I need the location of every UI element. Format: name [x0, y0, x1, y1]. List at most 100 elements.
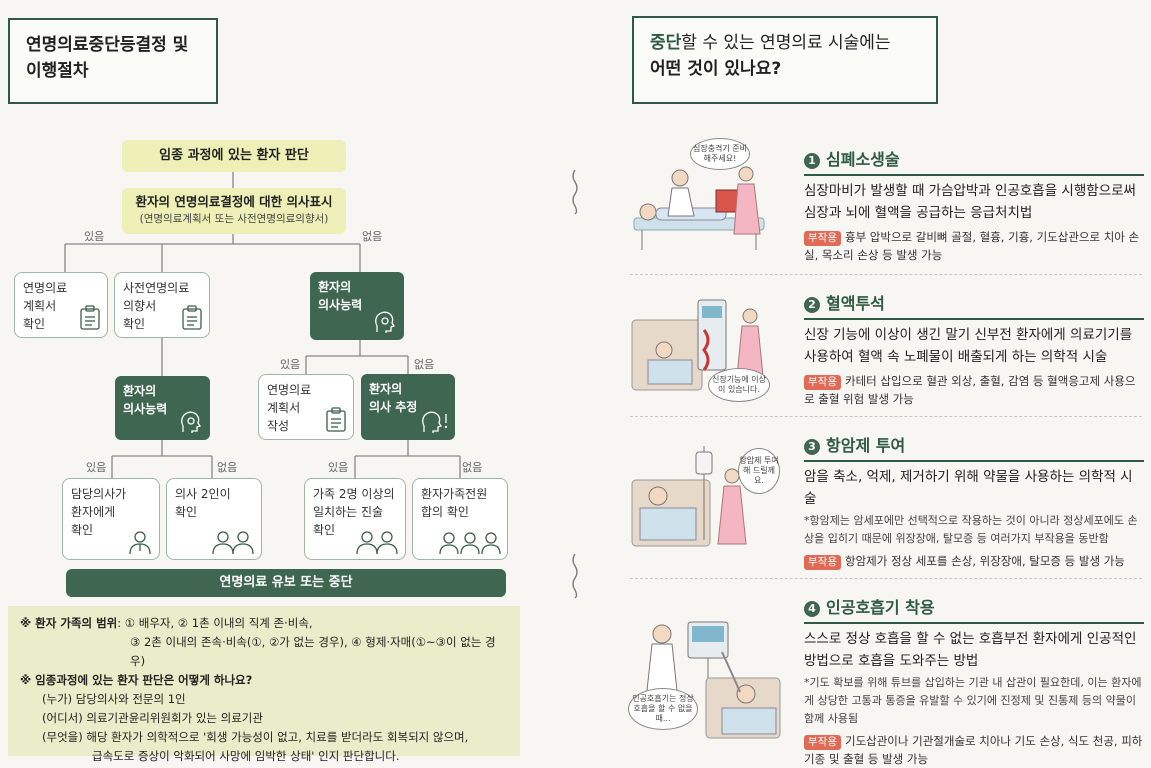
cpr-speech-bubble: 심장충격기 준비해주세요!: [690, 138, 750, 170]
doctor-confirm-l1: 담당의사가: [71, 487, 127, 501]
label-no-2: 없음: [414, 358, 435, 371]
chemo-note: *항암제는 암세포에만 선택적으로 작용하는 것이 아니라 정상세포에도 손상을…: [804, 514, 1138, 545]
plan-check-l2: 계획서: [23, 299, 57, 313]
legend-q1-label: ※ 환자 가족의 범위: [20, 616, 118, 630]
capacity-right-l2: 의사능력: [318, 298, 363, 312]
chemo-title: 항암제 투여: [826, 436, 906, 455]
chemo-heading: 3 항암제 투여: [804, 432, 1144, 456]
family-icon: [439, 532, 501, 555]
capacity-left-l1: 환자의: [123, 384, 157, 398]
side-effect-tag: 부작용: [804, 375, 841, 390]
clipboard-icon: [182, 305, 202, 330]
advance-check-box: 사전연명의료 의향서 확인: [114, 272, 210, 338]
divider: [630, 578, 1142, 579]
label-yes-1: 있음: [84, 230, 105, 243]
family-all-l2: 합의 확인: [421, 505, 469, 519]
plan-write-box: 연명의료 계획서 작성: [258, 374, 354, 440]
two-doctors-l1: 의사 2인이: [175, 487, 231, 501]
ventilator-desc: 스스로 정상 호흡을 할 수 없는 호흡부전 환자에게 인공적인 방법으로 호흡…: [804, 631, 1137, 669]
illustration-chemo: 항암제 투여해 드릴께요.: [628, 440, 780, 560]
label-no-1: 없음: [362, 230, 383, 243]
left-title: 연명의료중단등결정 및 이행절차: [8, 18, 218, 104]
label-yes-4: 있음: [328, 461, 349, 474]
side-effect-tag: 부작용: [804, 735, 841, 750]
capacity-left-box: 환자의 의사능력: [115, 376, 210, 440]
ventilator-title: 인공호흡기 착용: [826, 598, 935, 617]
legend-what-a: (무엇을) 해당 환자가 의학적으로 '회생 가능성이 없고, 치료를 받더라도…: [42, 730, 469, 744]
family-two-l1: 가족 2명 이상의: [313, 487, 395, 501]
dialysis-rule: [804, 318, 1144, 320]
flow-intent-title: 환자의 연명의료결정에 대한 의사표시: [135, 194, 333, 209]
chemo-desc: 암을 축소, 억제, 제거하기 위해 약물을 사용하는 의학적 시술: [804, 469, 1133, 507]
legend-q1-b: ③ 2촌 이내의 존속·비속(①, ②가 없는 경우), ④ 형제·자매(①~③…: [130, 635, 496, 668]
capacity-left-l2: 의사능력: [123, 402, 168, 416]
legend-where: (어디서) 의료기관윤리위원회가 있는 의료기관: [42, 711, 263, 725]
right-title-line1: 중단할 수 있는 연명의료 시술에는: [650, 30, 920, 56]
label-yes-2: 있음: [280, 358, 301, 371]
flow-top-text: 임종 과정에 있는 환자 판단: [159, 148, 309, 163]
binding-mark: [572, 169, 578, 215]
plan-check-box: 연명의료 계획서 확인: [14, 272, 108, 338]
flow-intent-sub: (연명의료계획서 또는 사전연명의료의향서): [139, 213, 329, 225]
capacity-right-box: 환자의 의사능력: [310, 272, 404, 340]
dialysis-title: 혈액투석: [826, 294, 885, 313]
flow-intent-box: 환자의 연명의료결정에 대한 의사표시 (연명의료계획서 또는 사전연명의료의향…: [122, 188, 346, 234]
flow-bottom-text: 연명의료 유보 또는 중단: [219, 575, 353, 590]
head-thinking-icon: [181, 411, 202, 433]
plan-write-l3: 작성: [267, 419, 290, 433]
two-people-icon: [356, 531, 398, 555]
plan-check-l3: 확인: [23, 317, 46, 331]
right-title-rest: 할 수 있는 연명의료 시술에는: [681, 33, 891, 53]
legend-q1: ※ 환자 가족의 범위: ① 배우자, ② 1촌 이내의 직계 존·비속,: [20, 614, 508, 633]
label-no-3: 없음: [217, 461, 238, 474]
advance-check-l3: 확인: [123, 317, 146, 331]
two-doctors-box: 의사 2인이 확인: [166, 478, 262, 560]
cpr-number: 1: [804, 153, 820, 169]
family-two-l2: 일치하는 진술: [313, 505, 384, 519]
legend-q1-a: : ① 배우자, ② 1촌 이내의 직계 존·비속,: [117, 616, 313, 630]
cpr-rule: [804, 174, 1144, 176]
dialysis-heading: 2 혈액투석: [804, 290, 1144, 314]
ventilator-speech-bubble: 인공호흡기는 정상 호흡을 할 수 없을 때...: [628, 688, 698, 730]
dialysis-speech-bubble: 신장기능에 이상이 있습니다.: [708, 368, 770, 402]
flow-bottom-bar: 연명의료 유보 또는 중단: [66, 569, 506, 597]
divider: [630, 416, 1142, 417]
doctor-icon: [129, 531, 151, 555]
label-no-4: 없음: [462, 461, 483, 474]
legend-what-b: 급속도로 증상이 악화되어 사망에 임박한 상태' 인지 판단합니다.: [92, 749, 400, 763]
right-title: 중단할 수 있는 연명의료 시술에는 어떤 것이 있나요?: [632, 16, 938, 104]
illustration-ventilator: 인공호흡기는 정상 호흡을 할 수 없을 때...: [622, 608, 782, 758]
left-title-line1: 연명의료중단등결정 및: [26, 35, 189, 55]
item-chemo: 3 항암제 투여 암을 축소, 억제, 제거하기 위해 약물을 사용하는 의학적 …: [804, 432, 1144, 570]
chemo-number: 3: [804, 439, 820, 455]
plan-write-l1: 연명의료: [267, 383, 312, 397]
ventilator-note: *기도 확보를 위해 튜브를 삽입하는 기관 내 삽관이 필요한데, 이는 환자…: [804, 676, 1142, 725]
flow-top-box: 임종 과정에 있는 환자 판단: [122, 140, 346, 172]
flow-connectors: [64, 172, 461, 478]
family-all-box: 환자가족전원 합의 확인: [412, 478, 508, 560]
chemo-rule: [804, 460, 1144, 462]
presume-l1: 환자의: [369, 382, 403, 396]
cpr-side-text: 흉부 압박으로 갈비뼈 골절, 혈흉, 기흉, 기도삽관으로 치아 손실, 목소…: [804, 230, 1140, 262]
label-yes-3: 있음: [86, 461, 107, 474]
family-two-l3: 확인: [313, 523, 336, 537]
right-title-hl: 중단: [650, 33, 682, 53]
doctor-confirm-l2: 환자에게: [71, 505, 116, 519]
cpr-desc: 심장마비가 발생할 때 가슴압박과 인공호흡을 시행함으로써 심장과 뇌에 혈액…: [804, 183, 1136, 221]
plan-write-l2: 계획서: [267, 401, 301, 415]
dialysis-number: 2: [804, 297, 820, 313]
divider: [630, 274, 1142, 275]
two-doctors-l2: 확인: [175, 505, 198, 519]
legend-q2-label: ※ 임종과정에 있는 환자 판단은 어떻게 하나요?: [20, 673, 253, 687]
capacity-right-l1: 환자의: [318, 280, 352, 294]
illustration-dialysis: 신장기능에 이상이 있습니다.: [628, 290, 778, 410]
legend-box: ※ 환자 가족의 범위: ① 배우자, ② 1촌 이내의 직계 존·비속, ③ …: [8, 606, 520, 763]
dialysis-desc: 신장 기능에 이상이 생긴 말기 신부전 환자에게 의료기기를 사용하여 혈액 …: [804, 327, 1133, 365]
